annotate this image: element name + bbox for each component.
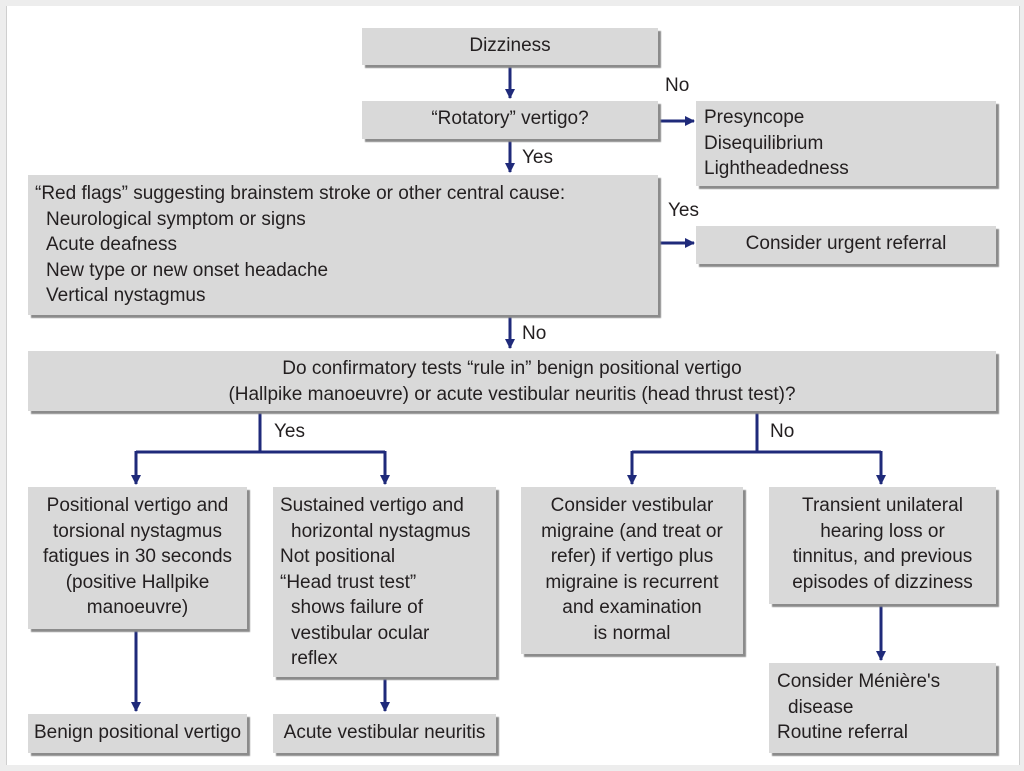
node-line: migraine is recurrent [545, 571, 719, 593]
red-flag-item: Vertical nystagmus [46, 285, 206, 306]
node-line: Transient unilateral [802, 495, 963, 516]
node-line: Acute vestibular neuritis [283, 722, 486, 743]
node-line: shows failure of [291, 597, 424, 618]
node-line: Consider urgent referral [745, 233, 947, 254]
node-line: episodes of dizziness [792, 571, 973, 593]
node-line: is normal [593, 622, 671, 644]
node-rotatory-vertigo: “Rotatory” vertigo? [362, 101, 658, 139]
node-line: Routine referral [777, 722, 908, 743]
node-line: Not positional [280, 546, 396, 567]
edge-label-yes-redflags: Yes [668, 200, 699, 221]
node-line: (positive Hallpike [65, 571, 210, 593]
node-line: fatigues in 30 seconds [42, 546, 233, 567]
node-presyncope: Presyncope Disequilibrium Lightheadednes… [696, 101, 996, 186]
node-line: Sustained vertigo and [280, 495, 464, 516]
node-benign-positional-vertigo: Benign positional vertigo [28, 714, 247, 753]
node-transient-hearing-loss: Transient unilateral hearing loss or tin… [769, 487, 996, 604]
node-line: Do confirmatory tests “rule in” benign p… [282, 358, 742, 379]
red-flags-title: “Red flags” suggesting brainstem stroke … [35, 183, 566, 204]
node-sustained-vertigo: Sustained vertigo and horizontal nystagm… [273, 487, 496, 677]
node-red-flags: “Red flags” suggesting brainstem stroke … [28, 175, 658, 315]
node-line: migraine (and treat or [541, 520, 723, 542]
node-line: Positional vertigo and [46, 495, 229, 516]
node-line: Consider vestibular [550, 495, 714, 516]
node-line: Benign positional vertigo [33, 722, 242, 743]
node-line: “Head trust test” [280, 571, 417, 593]
edge-label-no-redflags: No [522, 323, 547, 344]
node-line: manoeuvre) [86, 597, 189, 618]
node-line: hearing loss or [820, 520, 945, 542]
node-urgent-referral: Consider urgent referral [696, 226, 996, 264]
node-confirmatory-tests: Do confirmatory tests “rule in” benign p… [28, 351, 996, 411]
node-line: Consider Ménière's [777, 671, 941, 692]
node-menieres-disease: Consider Ménière's disease Routine refer… [769, 663, 996, 753]
node-line: vestibular ocular [291, 622, 430, 644]
node-acute-vestibular-neuritis: Acute vestibular neuritis [273, 714, 496, 753]
node-line: “Rotatory” vertigo? [431, 108, 589, 129]
red-flag-item: Neurological symptom or signs [46, 208, 306, 230]
node-line: Presyncope [704, 107, 805, 128]
red-flag-item: Acute deafness [46, 234, 177, 255]
edge-label-yes-confirm: Yes [274, 421, 305, 442]
node-line: disease [788, 696, 854, 718]
node-line: (Hallpike manoeuvre) or acute vestibular… [228, 383, 796, 405]
edge-label-no-rotatory: No [665, 75, 690, 96]
node-vestibular-migraine: Consider vestibular migraine (and treat … [521, 487, 743, 654]
edge-label-no-confirm: No [770, 421, 795, 442]
node-line: torsional nystagmus [53, 520, 222, 542]
node-positional-vertigo: Positional vertigo and torsional nystagm… [28, 487, 247, 629]
node-line: refer) if vertigo plus [550, 546, 714, 567]
node-line: horizontal nystagmus [291, 520, 471, 542]
node-line: Lightheadedness [704, 158, 849, 179]
node-line: and examination [562, 597, 702, 618]
node-line: tinnitus, and previous [792, 546, 973, 567]
node-line: reflex [291, 648, 338, 669]
node-line: Dizziness [469, 35, 551, 56]
edge-label-yes-rotatory: Yes [522, 147, 553, 168]
node-dizziness: Dizziness [362, 28, 658, 65]
red-flag-item: New type or new onset headache [46, 259, 329, 281]
node-line: Disequilibrium [704, 132, 824, 154]
